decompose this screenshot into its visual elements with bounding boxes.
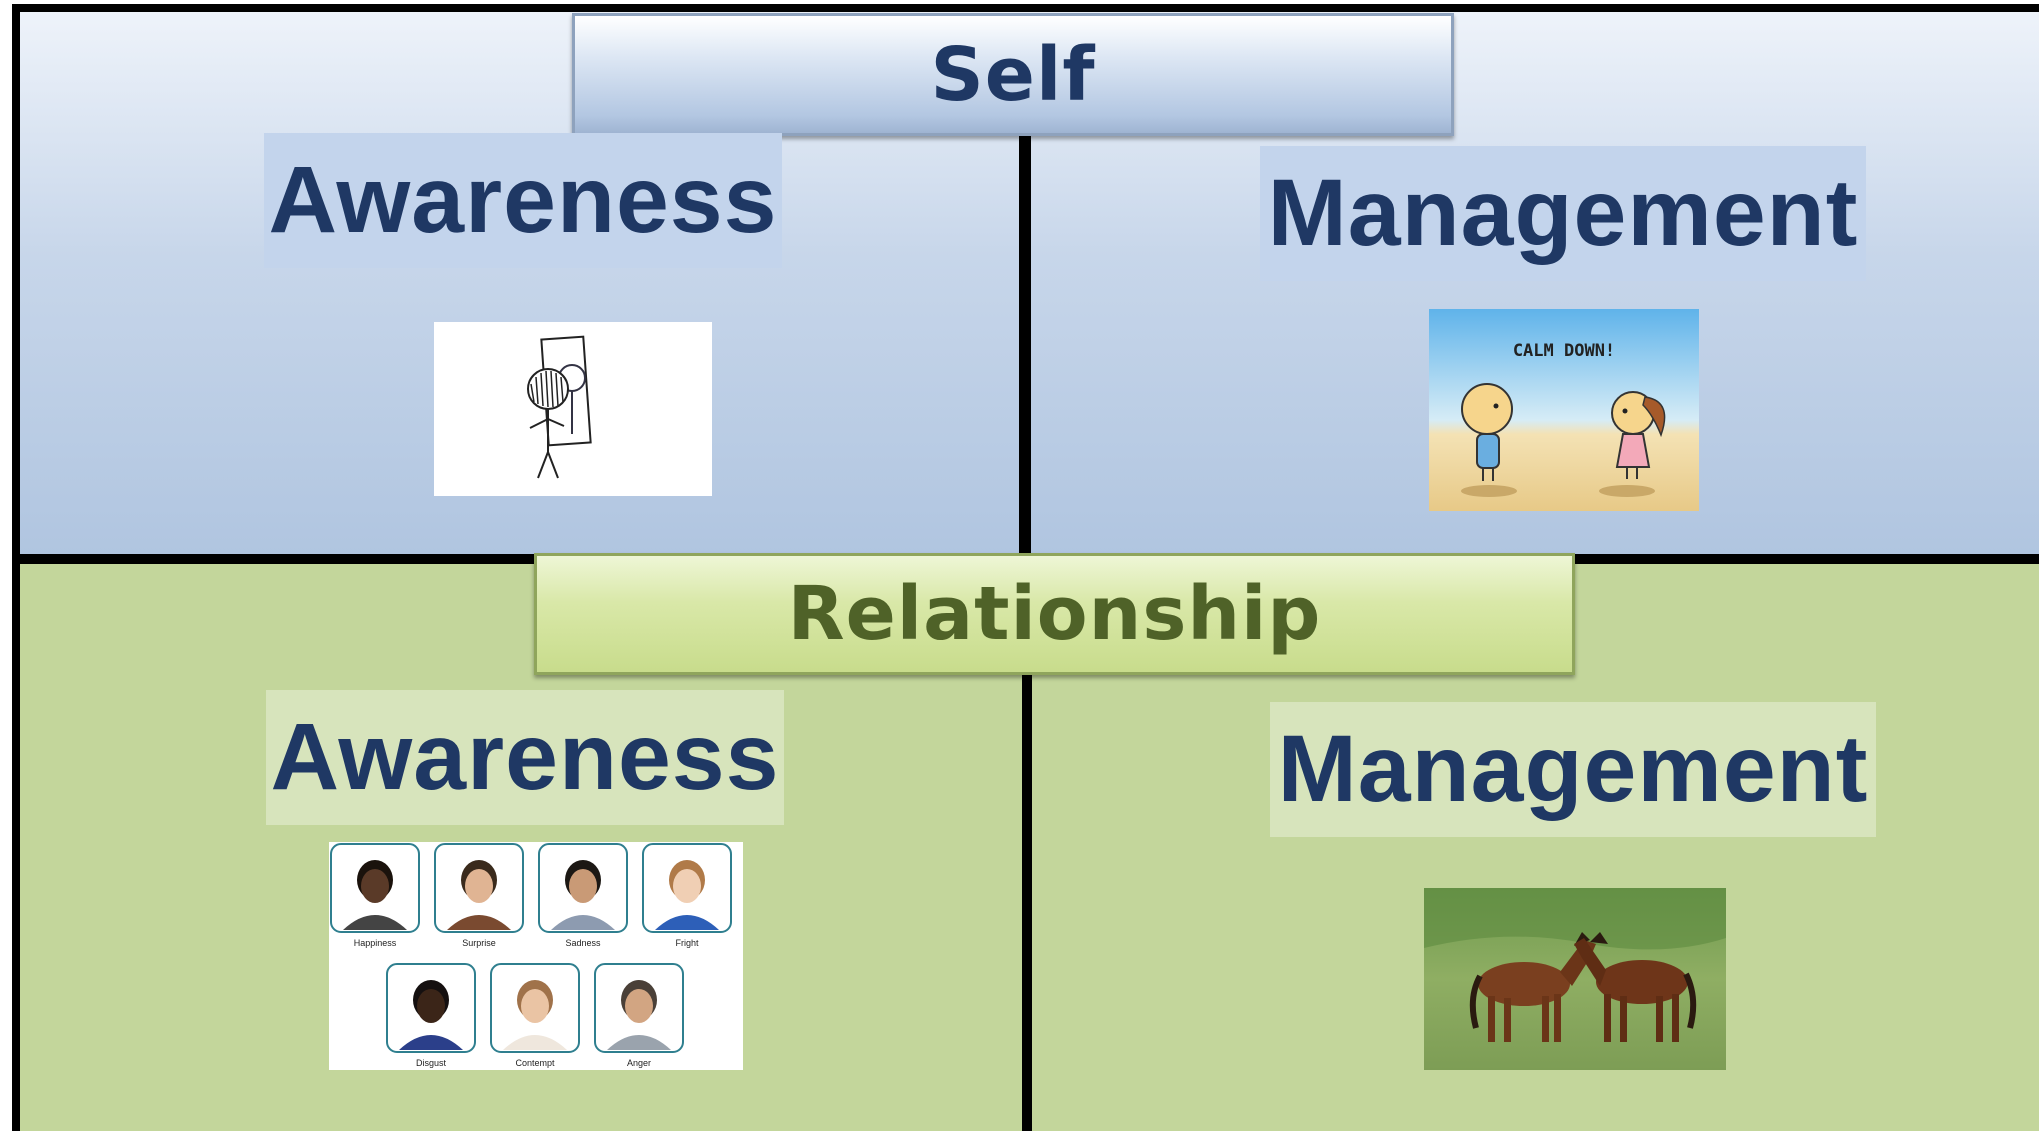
self-management-label: Management xyxy=(1260,146,1866,281)
relationship-awareness-label: Awareness xyxy=(266,690,784,825)
face-label-fright: Fright xyxy=(675,938,699,948)
face-thumbnail-contempt xyxy=(490,963,580,1053)
face-label-happiness: Happiness xyxy=(354,938,397,948)
face-label-anger: Anger xyxy=(627,1058,651,1068)
top-border xyxy=(14,4,2039,12)
face-thumbnail-fright xyxy=(642,843,732,933)
relationship-banner: Relationship xyxy=(534,553,1575,675)
face-thumbnail-happiness xyxy=(330,843,420,933)
self-awareness-label: Awareness xyxy=(264,133,782,268)
face-thumbnail-sadness xyxy=(538,843,628,933)
face-label-sadness: Sadness xyxy=(565,938,601,948)
relationship-management-text: Management xyxy=(1277,716,1869,822)
self-awareness-text: Awareness xyxy=(268,147,778,253)
relationship-management-label: Management xyxy=(1270,702,1876,837)
face-thumbnail-anger xyxy=(594,963,684,1053)
horses-image xyxy=(1424,888,1726,1070)
calm-down-caption: CALM DOWN! xyxy=(1513,341,1615,361)
left-border xyxy=(12,4,20,1131)
face-thumbnail-surprise xyxy=(434,843,524,933)
relationship-banner-text: Relationship xyxy=(787,571,1322,657)
self-management-text: Management xyxy=(1267,160,1859,266)
self-banner: Self xyxy=(572,13,1454,136)
face-thumbnail-disgust xyxy=(386,963,476,1053)
bottom-vertical-divider xyxy=(1022,675,1032,1131)
face-label-surprise: Surprise xyxy=(462,938,496,948)
relationship-awareness-text: Awareness xyxy=(270,704,780,810)
self-banner-text: Self xyxy=(930,31,1096,118)
mirror-stick-figure-image xyxy=(434,322,712,496)
face-label-disgust: Disgust xyxy=(416,1058,447,1068)
face-label-contempt: Contempt xyxy=(515,1058,555,1068)
calm-down-cartoon-image: CALM DOWN! xyxy=(1429,309,1699,511)
top-vertical-divider xyxy=(1019,136,1031,556)
